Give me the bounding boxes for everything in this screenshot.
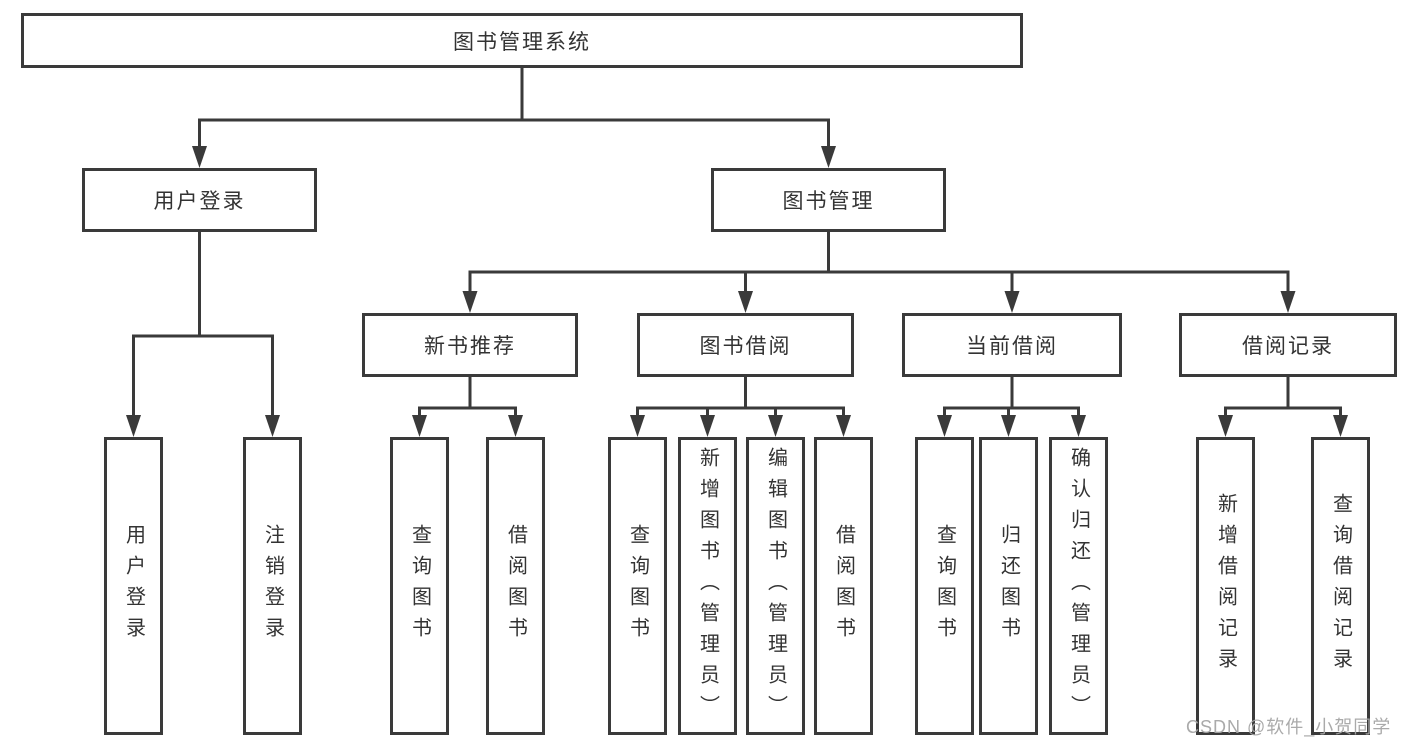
node-new-book-recommend-label: 新书推荐: [424, 335, 516, 358]
leaf-return-books: 归还图书: [979, 437, 1038, 735]
node-user-login: 用户登录: [82, 168, 317, 232]
csdn-watermark: CSDN @软件_小贺同学: [1186, 717, 1392, 737]
leaf-confirm-return-admin-label: 确认归还（管理员）: [1067, 446, 1090, 726]
node-root-label: 图书管理系统: [453, 30, 591, 54]
leaf-logout-label: 注销登录: [261, 524, 284, 648]
node-borrow-records: 借阅记录: [1179, 313, 1397, 377]
leaf-add-books-admin: 新增图书（管理员）: [678, 437, 737, 735]
leaf-borrow-books-label: 借阅图书: [832, 524, 855, 648]
leaf-confirm-return-admin: 确认归还（管理员）: [1049, 437, 1108, 735]
leaf-recommend-borrow-books-label: 借阅图书: [504, 524, 527, 648]
leaf-query-borrow-record-label: 查询借阅记录: [1329, 493, 1352, 679]
node-new-book-recommend: 新书推荐: [362, 313, 578, 377]
node-borrow-records-label: 借阅记录: [1242, 335, 1334, 358]
node-book-borrow-label: 图书借阅: [699, 335, 792, 358]
leaf-borrow-query-books: 查询图书: [608, 437, 667, 735]
node-book-borrow: 图书借阅: [637, 313, 854, 377]
node-current-borrow: 当前借阅: [902, 313, 1122, 377]
leaf-edit-books-admin: 编辑图书（管理员）: [746, 437, 805, 735]
node-user-login-label: 用户登录: [153, 190, 246, 213]
leaf-logout: 注销登录: [243, 437, 302, 735]
node-root: 图书管理系统: [21, 13, 1023, 68]
leaf-recommend-query-books-label: 查询图书: [408, 524, 431, 648]
leaf-borrow-query-books-label: 查询图书: [626, 524, 649, 648]
leaf-current-query-books: 查询图书: [915, 437, 974, 735]
leaf-edit-books-admin-label: 编辑图书（管理员）: [764, 446, 787, 726]
leaf-return-books-label: 归还图书: [997, 524, 1020, 648]
leaf-query-borrow-record: 查询借阅记录: [1311, 437, 1370, 735]
leaf-recommend-borrow-books: 借阅图书: [486, 437, 545, 735]
leaf-add-books-admin-label: 新增图书（管理员）: [696, 446, 719, 726]
leaf-user-login: 用户登录: [104, 437, 163, 735]
leaf-add-borrow-record: 新增借阅记录: [1196, 437, 1255, 735]
leaf-current-query-books-label: 查询图书: [933, 524, 956, 648]
node-current-borrow-label: 当前借阅: [966, 335, 1058, 358]
leaf-user-login-label: 用户登录: [122, 524, 145, 648]
node-book-management: 图书管理: [711, 168, 946, 232]
node-book-management-label: 图书管理: [782, 190, 875, 213]
leaf-borrow-books: 借阅图书: [814, 437, 873, 735]
leaf-add-borrow-record-label: 新增借阅记录: [1214, 493, 1237, 679]
leaf-recommend-query-books: 查询图书: [390, 437, 449, 735]
